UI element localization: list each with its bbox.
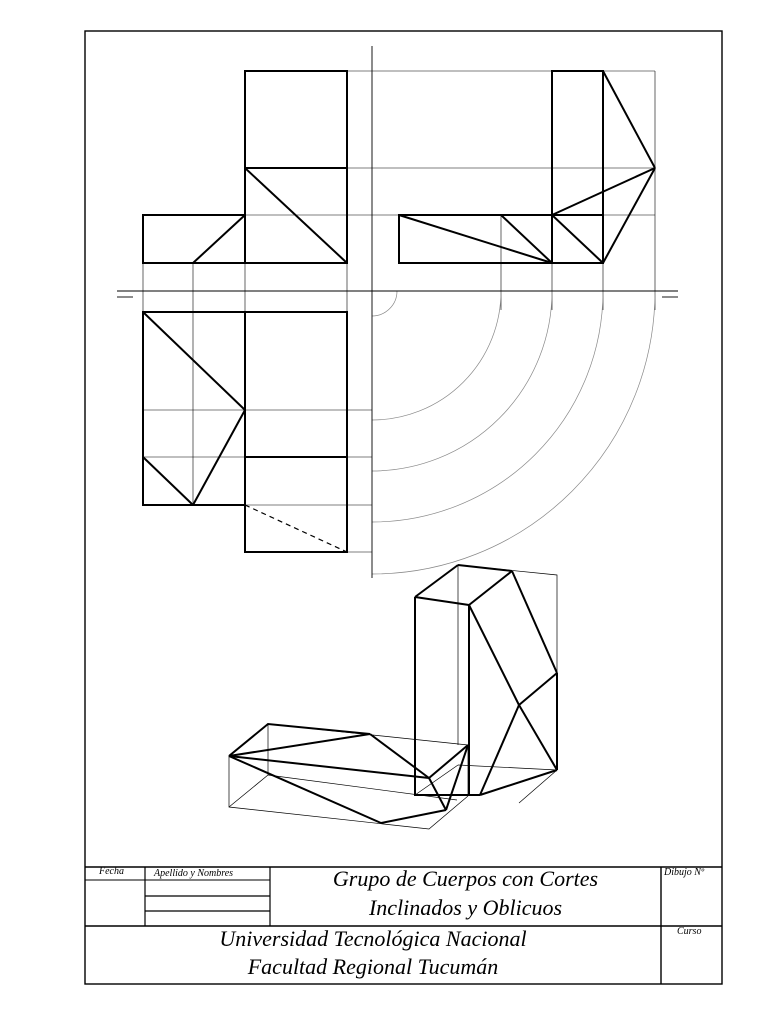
front-view [142, 70, 348, 264]
drawing-title-line2: Inclinados y Oblicuos [368, 895, 563, 920]
dibujo-label: Dibujo Nº [664, 867, 705, 878]
drawing-title-line1: Grupo de Cuerpos con Cortes [332, 866, 599, 891]
university-name: Universidad Tecnológica Nacional [219, 926, 527, 951]
top-view [142, 311, 348, 553]
apellido-label: Apellido y Nombres [154, 868, 234, 879]
hidden-edge-top [244, 504, 348, 553]
sheet-border [84, 30, 723, 985]
side-view [398, 70, 656, 264]
fecha-label: Fecha [99, 866, 124, 877]
curso-label: Curso [677, 926, 702, 937]
projection-arcs [371, 290, 656, 575]
axes [117, 46, 678, 578]
faculty-name: Facultad Regional Tucumán [247, 954, 499, 979]
isometric-view [228, 564, 558, 830]
orthographic-views [117, 46, 678, 578]
title-block [85, 866, 722, 984]
